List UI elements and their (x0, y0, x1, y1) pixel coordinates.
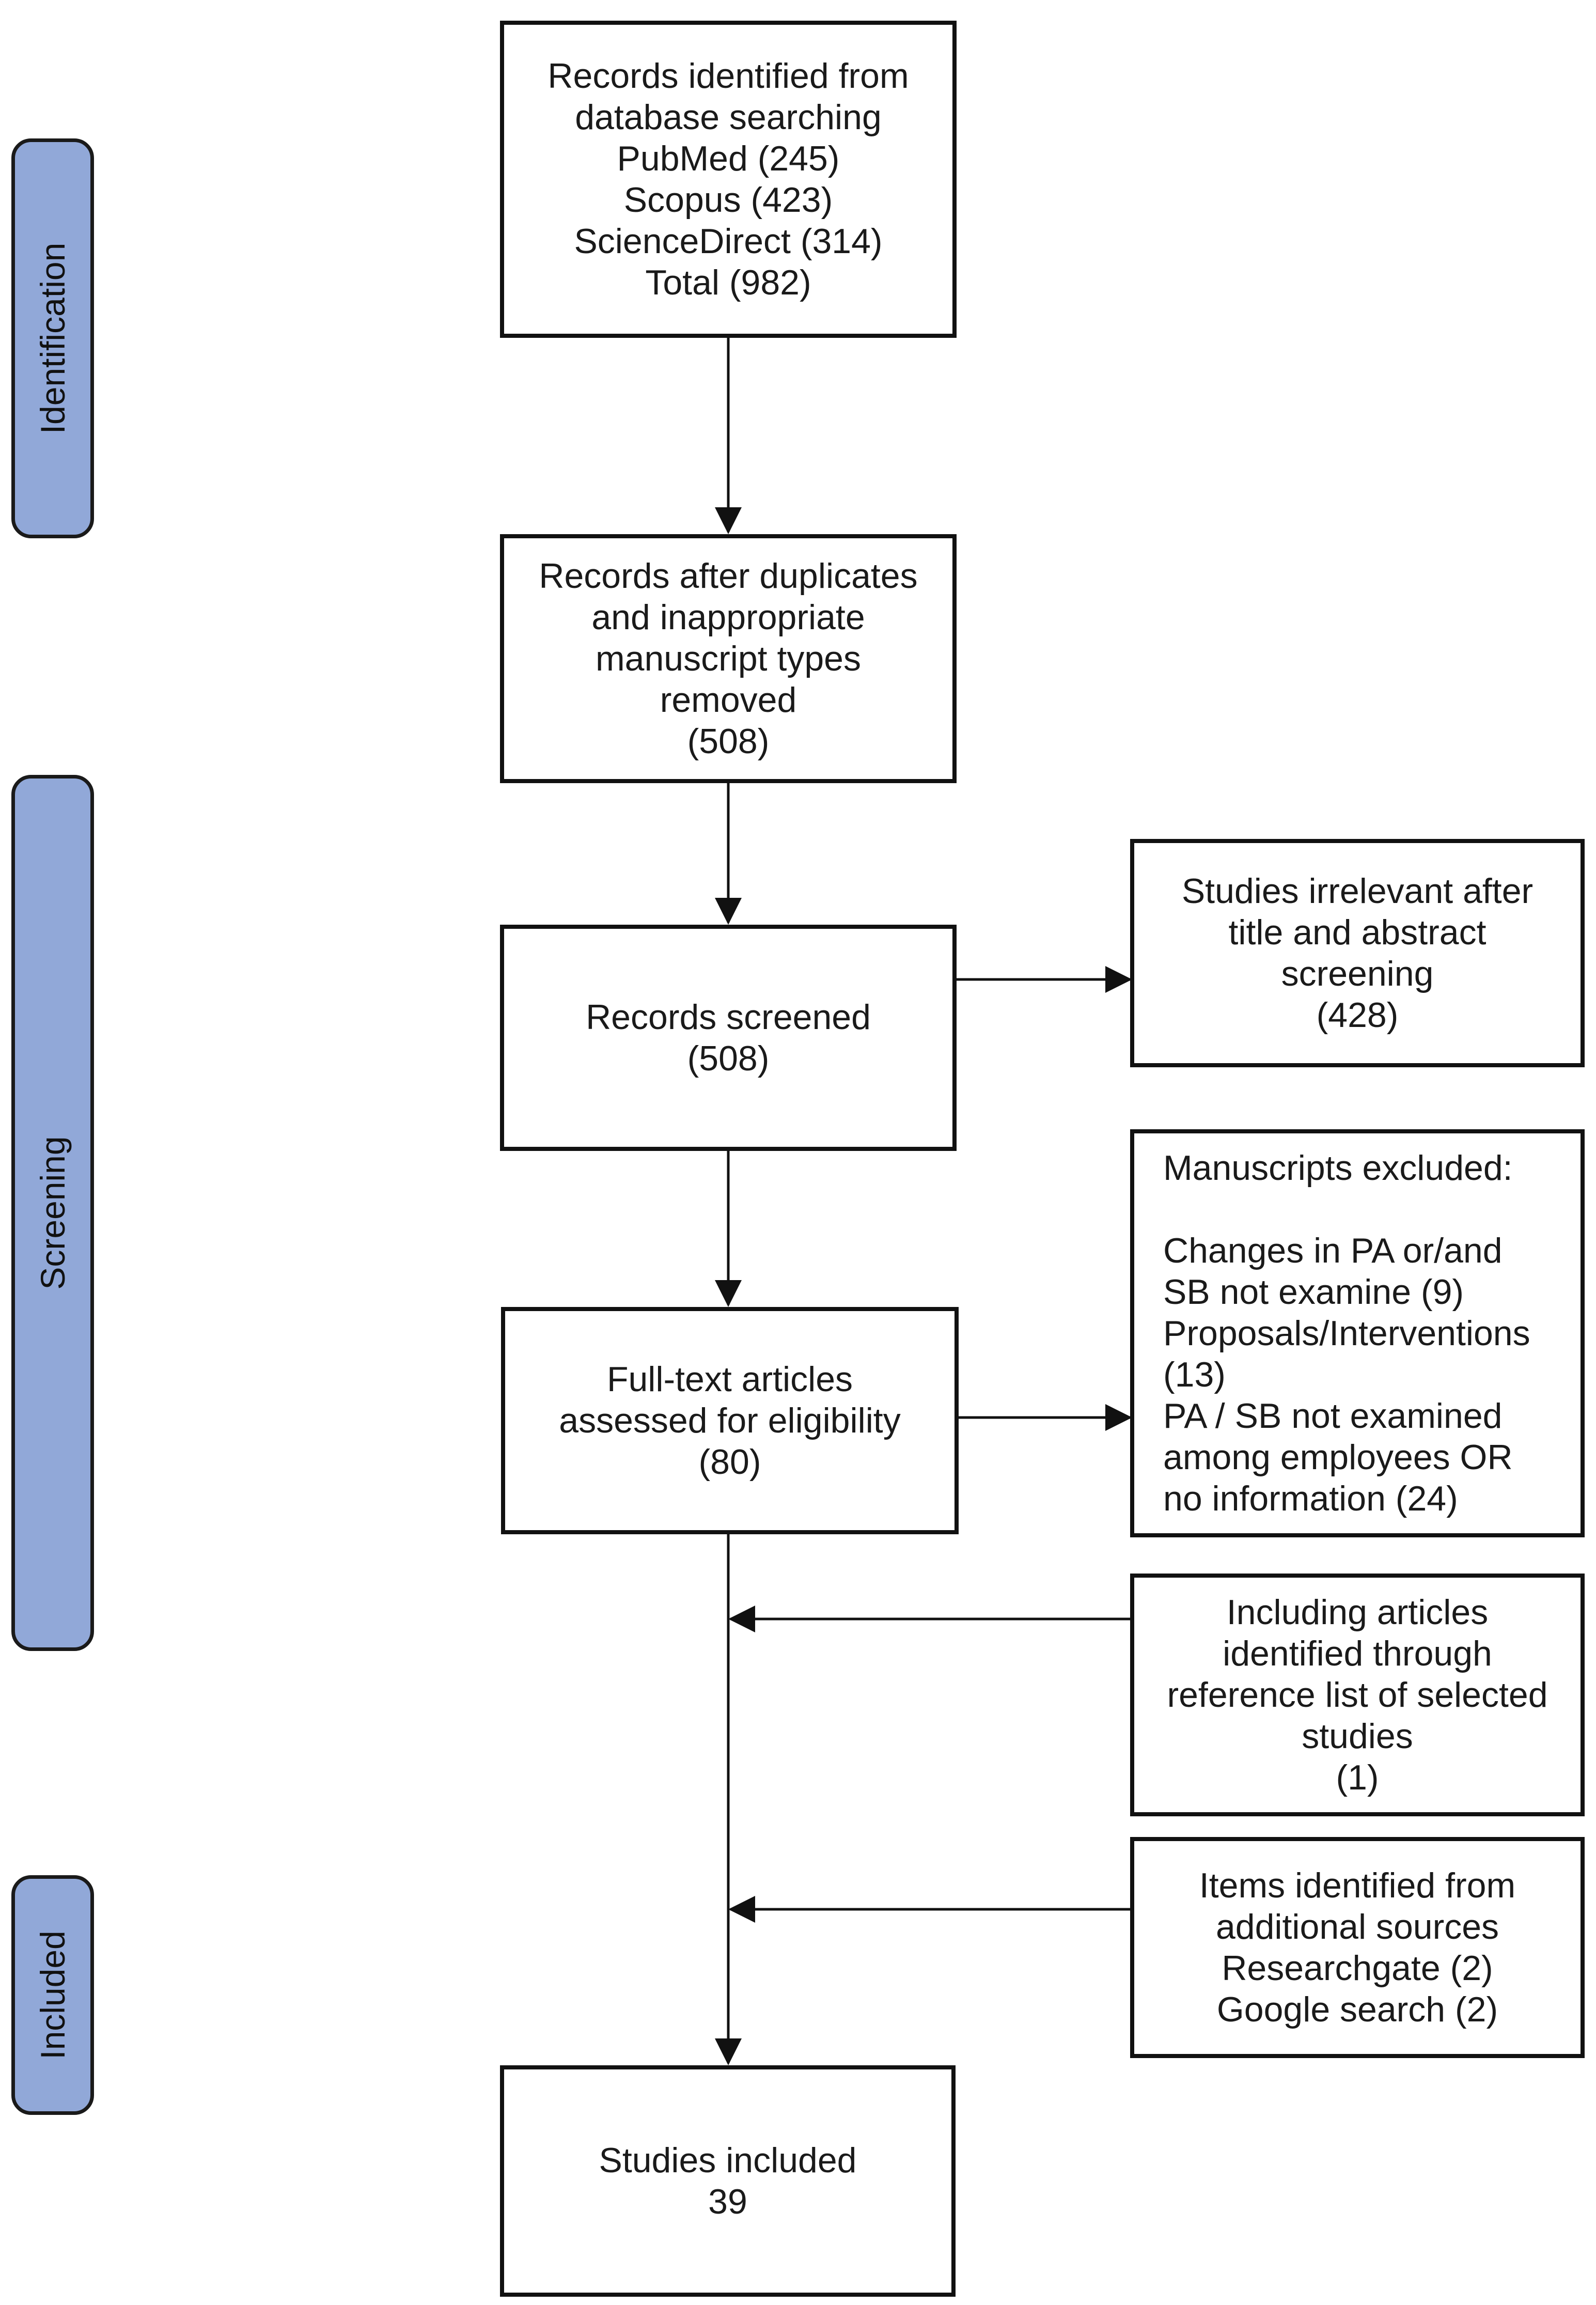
box-text-line: PubMed (245) (617, 139, 840, 178)
box-text-line: Total (982) (645, 263, 811, 302)
arrowhead-irrelevant (1105, 966, 1132, 993)
box-text-line: Records identified from (547, 56, 909, 96)
box-text-line: no information (24) (1163, 1479, 1458, 1518)
box-text-line: SB not examine (9) (1163, 1272, 1464, 1312)
box-text-line: Records after duplicates (539, 556, 918, 596)
box-text-line: PA / SB not examined (1163, 1396, 1503, 1436)
box-text-line: ScienceDirect (314) (574, 222, 883, 261)
box-text-line: screening (1281, 954, 1434, 993)
box-text-line: Google search (2) (1216, 1990, 1498, 2029)
box-text-line: reference list of selected (1167, 1675, 1548, 1715)
box-text-line: Manuscripts excluded: (1163, 1148, 1513, 1188)
arrowhead-additional (728, 1896, 755, 1923)
box-text-line: studies (1302, 1717, 1413, 1756)
arrowhead-excluded (1105, 1404, 1132, 1431)
box-text-line: (80) (698, 1442, 761, 1482)
box-manuscripts-excluded: Manuscripts excluded: Changes in PA or/a… (1130, 1129, 1585, 1537)
box-text-line: manuscript types (596, 639, 861, 678)
box-text-line: 39 (708, 2182, 747, 2221)
arrowhead-fulltext (715, 1280, 742, 1307)
arrowhead-dedup (715, 507, 742, 534)
box-text-line: Changes in PA or/and (1163, 1231, 1503, 1270)
box-text-line: among employees OR (1163, 1438, 1513, 1477)
box-text-line: identified through (1223, 1634, 1492, 1673)
box-text-line: and inappropriate (591, 598, 865, 637)
box-text-line: (428) (1316, 995, 1399, 1035)
stage-identification: Identification (11, 138, 94, 538)
box-text-line: Studies included (599, 2141, 857, 2180)
box-text-line (1163, 1189, 1173, 1230)
box-text-line: (508) (687, 1039, 770, 1078)
box-text-line: title and abstract (1228, 913, 1487, 952)
box-text-line: (508) (687, 722, 770, 761)
box-text-line: (13) (1163, 1355, 1226, 1394)
arrowhead-reference (728, 1606, 755, 1632)
box-text-line: Including articles (1226, 1593, 1489, 1632)
box-text-line: additional sources (1215, 1907, 1499, 1946)
box-text-line: Studies irrelevant after (1181, 871, 1534, 911)
box-text-line: assessed for eligibility (559, 1401, 901, 1440)
box-text-line: removed (660, 680, 797, 720)
box-text-line: Proposals/Interventions (1163, 1314, 1530, 1353)
box-text-line: (1) (1336, 1758, 1379, 1797)
box-records-screened: Records screened(508) (500, 925, 957, 1151)
box-text-line: Researchgate (2) (1222, 1949, 1493, 1988)
box-text-line: database searching (575, 98, 882, 137)
box-text-line: Records screened (586, 998, 871, 1037)
box-text-line: Items identified from (1199, 1866, 1516, 1905)
arrowhead-included (715, 2038, 742, 2065)
arrowhead-screened (715, 898, 742, 925)
stage-included: Included (11, 1875, 94, 2115)
box-text-line: Scopus (423) (623, 180, 833, 220)
box-text-line: Full-text articles (606, 1360, 853, 1399)
stage-screening: Screening (11, 775, 94, 1651)
